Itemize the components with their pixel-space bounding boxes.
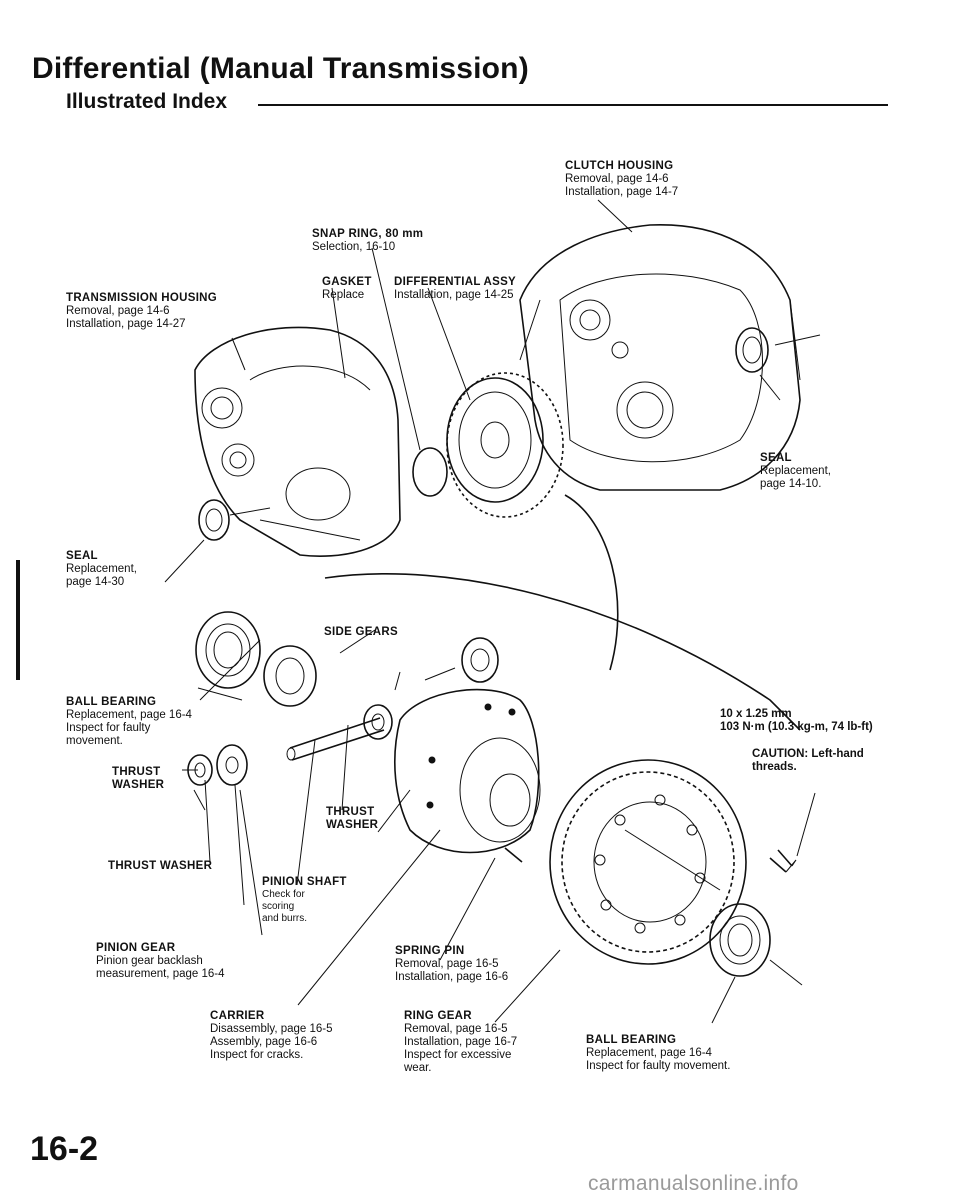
callout-line: Removal, page 16-5 <box>395 958 499 970</box>
spring-pin-drawing <box>504 847 523 863</box>
callout-line: Installation, page 14-25 <box>394 289 514 301</box>
callout-name: THRUST <box>112 766 161 778</box>
callout-line: Removal, page 14-6 <box>565 173 669 185</box>
callout-line: Disassembly, page 16-5 <box>210 1023 333 1035</box>
callout-line: movement. <box>66 735 123 747</box>
callout-line: Installation, page 14-7 <box>565 186 679 198</box>
callout-caution: CAUTION: Left-hand threads. <box>752 748 864 774</box>
page-title: Differential (Manual Transmission) <box>32 52 529 85</box>
callout-line: Inspect for cracks. <box>210 1049 304 1061</box>
callout-line: Assembly, page 16-6 <box>210 1036 318 1048</box>
callout-line: 103 N·m (10.3 kg-m, 74 lb-ft) <box>720 721 873 733</box>
callout-line: CAUTION: Left-hand <box>752 748 864 760</box>
callout-line: Selection, 16-10 <box>312 241 396 253</box>
callout-line: Inspect for faulty <box>66 722 151 734</box>
callout-line: wear. <box>404 1062 432 1074</box>
callout-clutch-housing: CLUTCH HOUSING Removal, page 14-6 Instal… <box>565 160 678 199</box>
clutch-housing-drawing <box>519 224 801 491</box>
callout-line: Replacement, <box>760 465 831 477</box>
snap-ring-drawing <box>412 447 448 497</box>
side-gear-drawings <box>263 637 499 707</box>
callout-name: SEAL <box>760 452 792 464</box>
callout-line: page 14-30 <box>66 576 125 588</box>
callout-name: SIDE GEARS <box>324 626 398 638</box>
differential-assy-drawing <box>446 372 564 518</box>
ball-bearing-left-drawing <box>195 611 261 689</box>
callout-name: GASKET <box>322 276 372 288</box>
callout-gasket: GASKET Replace <box>322 276 372 302</box>
callout-name: RING GEAR <box>404 1010 472 1022</box>
carrier-drawing <box>394 688 541 854</box>
callout-line: Replacement, page 16-4 <box>586 1047 712 1059</box>
callout-side-gears: SIDE GEARS <box>324 626 398 639</box>
pinion-shaft-drawing <box>286 717 385 761</box>
callout-line: Removal, page 16-5 <box>404 1023 508 1035</box>
pinion-gear-drawing <box>216 744 248 786</box>
callout-name: PINION GEAR <box>96 942 176 954</box>
callout-line: Installation, page 16-7 <box>404 1036 518 1048</box>
callout-line: Installation, page 14-27 <box>66 318 186 330</box>
callout-ball-bearing-right: BALL BEARING Replacement, page 16-4 Insp… <box>586 1034 730 1073</box>
watermark: carmanualsonline.info <box>588 1172 799 1195</box>
callout-thrust-washer-b: THRUST WASHER <box>326 806 378 832</box>
callout-name: CARRIER <box>210 1010 265 1022</box>
ring-gear-drawing <box>549 759 747 965</box>
callout-line: threads. <box>752 761 797 773</box>
callout-line: Installation, page 16-6 <box>395 971 509 983</box>
callout-name: DIFFERENTIAL ASSY <box>394 276 517 288</box>
callout-seal-right: SEAL Replacement, page 14-10. <box>760 452 831 491</box>
revision-bar <box>16 560 20 680</box>
callout-ring-gear: RING GEAR Removal, page 16-5 Installatio… <box>404 1010 517 1075</box>
callout-carrier: CARRIER Disassembly, page 16-5 Assembly,… <box>210 1010 333 1062</box>
callout-line: scoring <box>262 901 295 912</box>
callout-ball-bearing-left: BALL BEARING Replacement, page 16-4 Insp… <box>66 696 192 748</box>
callout-line: WASHER <box>326 819 379 831</box>
callout-thrust-washer-c: THRUST WASHER <box>108 860 212 873</box>
callout-name: THRUST <box>326 806 375 818</box>
callout-line: and burrs. <box>262 913 308 924</box>
callout-line: Inspect for excessive <box>404 1049 512 1061</box>
callout-differential-assy: DIFFERENTIAL ASSY Installation, page 14-… <box>394 276 516 302</box>
callout-line: 10 x 1.25 mm <box>720 708 792 720</box>
seal-right-drawing <box>735 327 821 401</box>
callout-seal-left: SEAL Replacement, page 14-30 <box>66 550 137 589</box>
transmission-housing-drawing <box>194 326 401 558</box>
callout-snap-ring: SNAP RING, 80 mm Selection, 16-10 <box>312 228 423 254</box>
callout-name: BALL BEARING <box>586 1034 677 1046</box>
seal-left-drawing <box>164 499 271 583</box>
callout-line: Replacement, page 16-4 <box>66 709 192 721</box>
section-title: Illustrated Index <box>66 90 228 113</box>
callout-spring-pin: SPRING PIN Removal, page 16-5 Installati… <box>395 945 508 984</box>
callout-name: SEAL <box>66 550 98 562</box>
page-number: 16-2 <box>30 1130 99 1168</box>
callout-line: Replacement, <box>66 563 137 575</box>
header-rule <box>258 104 888 106</box>
callout-pinion-gear: PINION GEAR Pinion gear backlash measure… <box>96 942 225 981</box>
callout-name: SPRING PIN <box>395 945 465 957</box>
callout-line: measurement, page 16-4 <box>96 968 225 980</box>
callout-name: PINION SHAFT <box>262 876 347 888</box>
callout-line: Check for <box>262 889 305 900</box>
callout-bolt-spec: 10 x 1.25 mm 103 N·m (10.3 kg-m, 74 lb-f… <box>720 708 873 734</box>
callout-name: CLUTCH HOUSING <box>565 160 674 172</box>
callout-line: Pinion gear backlash <box>96 955 203 967</box>
callout-name: TRANSMISSION HOUSING <box>66 292 218 304</box>
callout-pinion-shaft: PINION SHAFT Check for scoring and burrs… <box>262 876 347 925</box>
callout-line: Replace <box>322 289 365 301</box>
callout-name: BALL BEARING <box>66 696 157 708</box>
callout-transmission-housing: TRANSMISSION HOUSING Removal, page 14-6 … <box>66 292 217 331</box>
callout-thrust-washer-a: THRUST WASHER <box>112 766 164 792</box>
callout-name: THRUST WASHER <box>108 860 213 872</box>
callout-line: Removal, page 14-6 <box>66 305 170 317</box>
callout-line: page 14-10. <box>760 478 822 490</box>
callout-line: WASHER <box>112 779 165 791</box>
callout-line: Inspect for faulty movement. <box>586 1060 731 1072</box>
ball-bearing-right-drawing <box>709 903 803 986</box>
bolt-drawing <box>769 849 797 873</box>
callout-name: SNAP RING, 80 mm <box>312 228 424 240</box>
